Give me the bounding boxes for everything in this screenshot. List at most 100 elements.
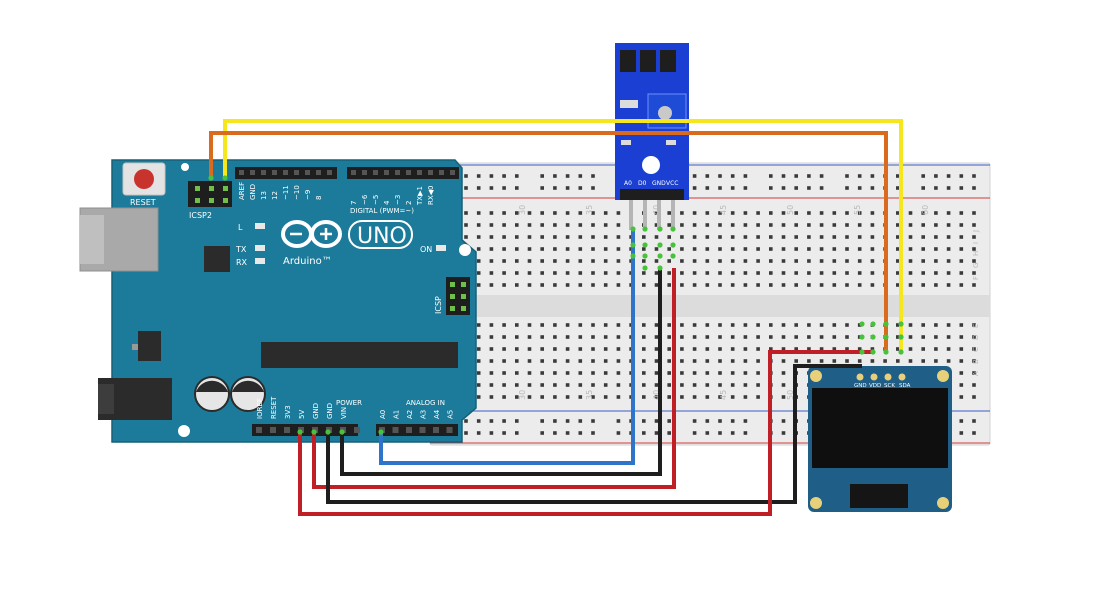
breadboard-hole bbox=[870, 359, 875, 363]
microcontroller-chip bbox=[261, 342, 458, 368]
breadboard-hole bbox=[807, 283, 811, 287]
breadboard-hole bbox=[667, 259, 671, 263]
breadboard-hole bbox=[743, 335, 748, 339]
arduino-wordmark: Arduino™ bbox=[283, 256, 332, 267]
wire-contact-dot bbox=[657, 226, 663, 232]
breadboard-column-number: 40 bbox=[652, 205, 661, 215]
breadboard-hole bbox=[718, 223, 722, 227]
breadboard-hole bbox=[769, 223, 773, 227]
led-l-label: L bbox=[238, 223, 243, 232]
rail-hole bbox=[845, 174, 849, 178]
digital-pin-label: 13 bbox=[260, 191, 268, 200]
rail-hole bbox=[718, 174, 722, 178]
breadboard-hole bbox=[743, 271, 748, 275]
breadboard-hole bbox=[654, 271, 659, 275]
breadboard-hole bbox=[781, 395, 786, 399]
breadboard-hole bbox=[730, 271, 735, 275]
breadboard-hole bbox=[743, 323, 748, 327]
breadboard-hole bbox=[807, 335, 811, 339]
rail-hole bbox=[730, 419, 735, 423]
breadboard-hole bbox=[794, 235, 798, 239]
sensor-pin bbox=[671, 200, 675, 230]
breadboard-hole bbox=[921, 211, 925, 215]
breadboard-hole bbox=[654, 335, 659, 339]
breadboard-hole bbox=[515, 223, 519, 227]
rail-hole bbox=[730, 186, 735, 190]
breadboard-hole bbox=[489, 335, 494, 339]
breadboard-hole bbox=[807, 347, 811, 351]
breadboard-hole bbox=[908, 323, 913, 327]
breadboard-hole bbox=[946, 235, 951, 239]
breadboard-hole bbox=[743, 347, 748, 351]
power-pin-label: GND bbox=[326, 403, 334, 419]
wire-contact-dot bbox=[859, 334, 865, 340]
analog-header-pin bbox=[446, 427, 453, 433]
rail-hole bbox=[705, 431, 710, 435]
breadboard-hole bbox=[781, 347, 786, 351]
breadboard-hole bbox=[565, 283, 570, 287]
power-pin-label: 5V bbox=[298, 410, 306, 419]
breadboard-column-number: 45 bbox=[719, 390, 728, 400]
breadboard-hole bbox=[489, 347, 494, 351]
breadboard-hole bbox=[718, 335, 722, 339]
breadboard-hole bbox=[705, 371, 710, 375]
breadboard-hole bbox=[603, 247, 608, 251]
breadboard-hole bbox=[819, 223, 824, 227]
rail-hole bbox=[718, 186, 722, 190]
breadboard-hole bbox=[502, 347, 506, 351]
breadboard-hole bbox=[578, 223, 583, 227]
breadboard-hole bbox=[934, 235, 938, 239]
wire-contact-dot bbox=[657, 265, 663, 271]
breadboard-hole bbox=[730, 223, 735, 227]
breadboard-hole bbox=[743, 223, 748, 227]
wire-black-oled bbox=[326, 364, 862, 504]
breadboard-hole bbox=[515, 359, 519, 363]
header-contact-dot bbox=[222, 175, 228, 181]
breadboard-hole bbox=[680, 235, 684, 239]
breadboard-hole bbox=[565, 323, 570, 327]
breadboard-hole bbox=[807, 235, 811, 239]
breadboard-hole bbox=[654, 359, 659, 363]
breadboard-hole bbox=[718, 259, 722, 263]
breadboard-hole bbox=[680, 211, 684, 215]
rail-hole bbox=[578, 431, 583, 435]
breadboard-hole bbox=[654, 235, 659, 239]
breadboard-hole bbox=[946, 359, 951, 363]
rail-hole bbox=[972, 431, 976, 435]
breadboard-hole bbox=[654, 283, 659, 287]
breadboard-hole bbox=[946, 283, 951, 287]
breadboard-hole bbox=[781, 247, 786, 251]
header-pin bbox=[384, 170, 389, 175]
breadboard-hole bbox=[692, 335, 697, 339]
breadboard-hole bbox=[642, 347, 646, 351]
breadboard-hole bbox=[730, 359, 735, 363]
breadboard-hole bbox=[934, 223, 938, 227]
breadboard-hole bbox=[896, 359, 900, 363]
breadboard-hole bbox=[565, 359, 570, 363]
breadboard-hole bbox=[553, 323, 557, 327]
breadboard-hole bbox=[642, 235, 646, 239]
breadboard-hole bbox=[553, 359, 557, 363]
breadboard-hole bbox=[807, 223, 811, 227]
breadboard-hole bbox=[667, 283, 671, 287]
breadboard-hole bbox=[819, 359, 824, 363]
wire-yellow bbox=[223, 119, 903, 352]
breadboard-hole bbox=[578, 359, 583, 363]
breadboard-hole bbox=[908, 223, 913, 227]
breadboard-hole bbox=[908, 359, 913, 363]
breadboard-hole bbox=[540, 395, 544, 399]
breadboard-hole bbox=[565, 371, 570, 375]
breadboard-hole bbox=[667, 235, 671, 239]
breadboard-hole bbox=[476, 211, 481, 215]
wire-contact-dot bbox=[883, 334, 889, 340]
breadboard-hole bbox=[553, 335, 557, 339]
breadboard-hole bbox=[730, 335, 735, 339]
breadboard-row-letter: J bbox=[972, 230, 980, 233]
analog-pin-label: A0 bbox=[379, 410, 387, 419]
breadboard-hole bbox=[642, 395, 646, 399]
breadboard-hole bbox=[692, 223, 697, 227]
breadboard-hole bbox=[515, 211, 519, 215]
breadboard-hole bbox=[730, 347, 735, 351]
header-contact-dot bbox=[297, 429, 303, 435]
